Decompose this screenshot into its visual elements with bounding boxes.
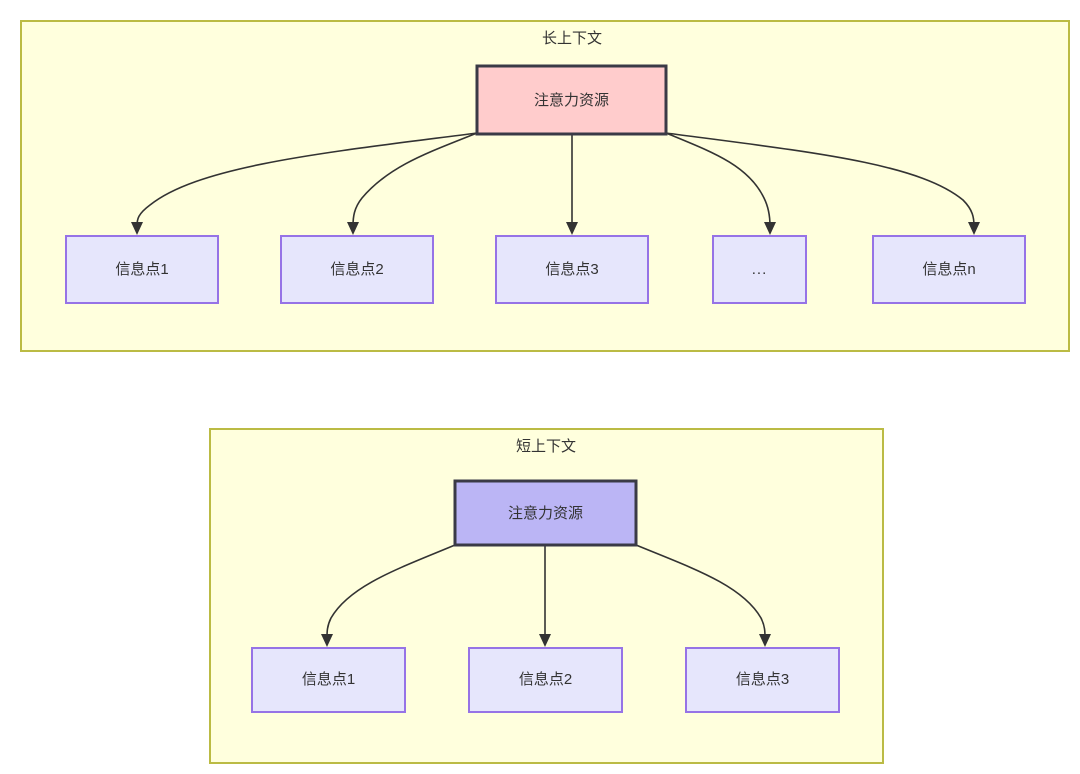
long-context-info-label-1: 信息点1: [115, 261, 168, 278]
arrowhead-info2: [347, 222, 359, 235]
edge-short-root-to-info3: [635, 544, 766, 639]
arrowhead-info3: [566, 222, 578, 235]
long-context-info-box-2: [280, 235, 434, 304]
arrowhead-ellipsis: [764, 222, 776, 235]
long-context-info-box-1: [65, 235, 219, 304]
long-context-info-label-n: 信息点n: [922, 261, 975, 278]
short-context-info-node-3[interactable]: 信息点3: [685, 647, 840, 713]
arrowhead-short-info1: [321, 634, 333, 647]
arrowhead-info1: [131, 222, 143, 235]
short-context-info-box-3: [685, 647, 840, 713]
arrowhead-short-info2: [539, 634, 551, 647]
short-context-attention-label: 注意力资源: [508, 504, 583, 522]
long-context-info-node-1[interactable]: 信息点1: [65, 235, 219, 304]
long-context-attention-box: [475, 64, 668, 136]
edge-root-to-info1: [136, 132, 478, 227]
edge-short-root-to-info1: [326, 544, 456, 639]
edge-root-to-ellipsis: [665, 132, 771, 227]
long-context-attention-label: 注意力资源: [534, 91, 609, 109]
short-context-info-node-1[interactable]: 信息点1: [251, 647, 406, 713]
long-context-info-label-3: 信息点3: [545, 261, 598, 278]
short-context-info-label-2: 信息点2: [519, 671, 572, 688]
long-context-info-node-3[interactable]: 信息点3: [495, 235, 649, 304]
long-context-info-node-ellipsis[interactable]: ...: [712, 235, 807, 304]
long-context-edges: [131, 132, 980, 235]
edge-root-to-infon: [665, 132, 975, 227]
long-context-info-box-3: [495, 235, 649, 304]
short-context-info-box-1: [251, 647, 406, 713]
short-context-title: 短上下文: [516, 438, 576, 455]
long-context-title: 长上下文: [542, 30, 602, 47]
edge-root-to-info2: [352, 132, 478, 227]
short-context-group[interactable]: 短上下文 注意力资源 信息点1: [209, 428, 884, 764]
long-context-info-label-2: 信息点2: [330, 261, 383, 278]
short-context-attention-node[interactable]: 注意力资源: [453, 479, 638, 547]
arrowhead-infon: [968, 222, 980, 235]
short-context-info-box-2: [468, 647, 623, 713]
long-context-info-box-n: [872, 235, 1026, 304]
long-context-info-label-ellipsis: ...: [752, 261, 768, 278]
short-context-edges: [321, 544, 771, 647]
long-context-info-node-2[interactable]: 信息点2: [280, 235, 434, 304]
long-context-info-node-n[interactable]: 信息点n: [872, 235, 1026, 304]
long-context-group[interactable]: 长上下文 注意: [20, 20, 1070, 352]
long-context-info-box-ellipsis: [712, 235, 807, 304]
short-context-info-node-2[interactable]: 信息点2: [468, 647, 623, 713]
short-context-info-label-1: 信息点1: [302, 671, 355, 688]
short-context-attention-box: [453, 479, 638, 547]
arrowhead-short-info3: [759, 634, 771, 647]
short-context-info-label-3: 信息点3: [736, 671, 789, 688]
long-context-attention-node[interactable]: 注意力资源: [475, 64, 668, 136]
